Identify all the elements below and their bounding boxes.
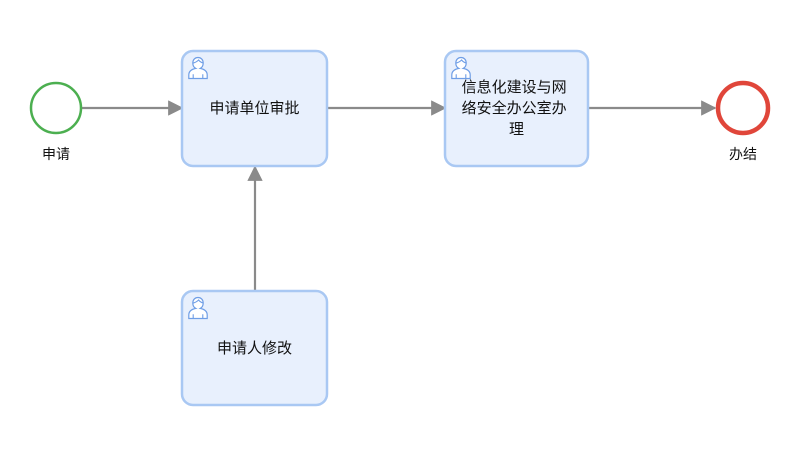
end-event[interactable] bbox=[715, 80, 771, 136]
start-event-label: 申请 bbox=[42, 147, 70, 163]
task-applicant-modify[interactable]: 申请人修改 bbox=[180, 289, 329, 407]
end-event-label: 办结 bbox=[729, 147, 757, 163]
task-unit-approval[interactable]: 申请单位审批 bbox=[180, 49, 329, 168]
task-security-office[interactable]: 信息化建设与网 络安全办公室办 理 bbox=[443, 49, 590, 168]
task-security-office-label: 信息化建设与网 络安全办公室办 理 bbox=[462, 78, 572, 138]
task-unit-approval-label: 申请单位审批 bbox=[209, 99, 299, 117]
task-applicant-modify-label: 申请人修改 bbox=[217, 339, 292, 357]
start-event[interactable] bbox=[29, 81, 83, 135]
